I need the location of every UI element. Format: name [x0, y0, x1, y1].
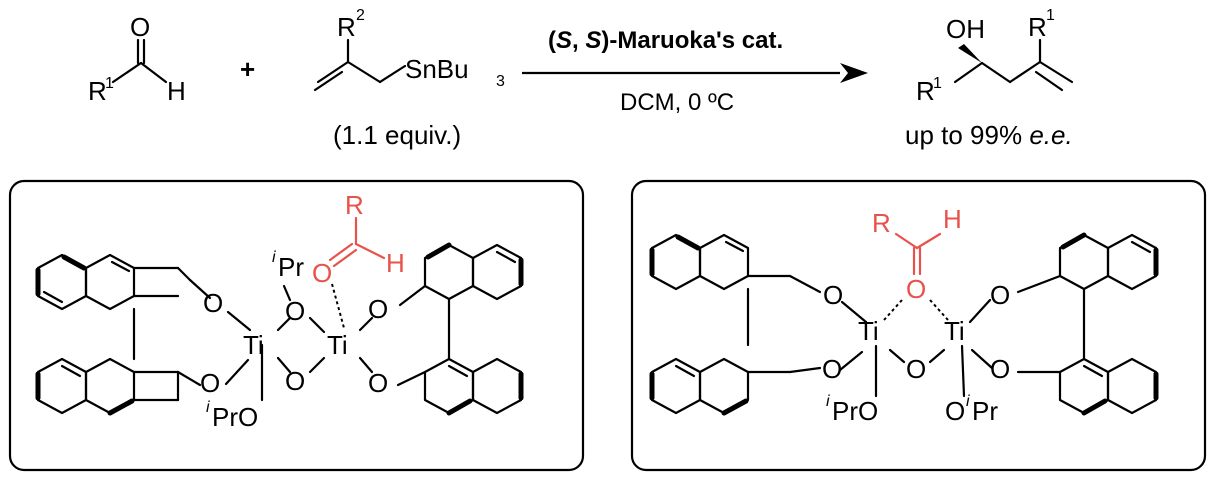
- product-r-group-left: R: [916, 76, 935, 106]
- left-binaphthyl-left-bottom: [35, 307, 202, 416]
- aldehyde-r-group: R: [88, 76, 107, 106]
- left-oxygen-d: O: [285, 366, 305, 396]
- right-titanium-core-bonds: [838, 298, 994, 398]
- left-oxygen-b: O: [200, 368, 220, 398]
- left-binaphthyl-right-bottom: [396, 297, 524, 416]
- left-aldehyde-hydrogen: H: [386, 248, 405, 278]
- product-r-group-top: R: [1028, 12, 1047, 42]
- aldehyde-oxygen: O: [130, 12, 150, 42]
- product-r-superscript-left: 1: [933, 75, 942, 92]
- right-oxygen-b: O: [822, 354, 842, 384]
- product-r-superscript-top: 1: [1046, 7, 1055, 24]
- plus-sign: +: [240, 54, 255, 84]
- right-oipr: Pr: [972, 396, 998, 426]
- right-transition-state-panel: R O H O O O O O Ti Ti i PrO O i Pr: [630, 179, 1207, 472]
- right-ipro-superscript: i: [826, 393, 830, 410]
- left-ipro-superscript: i: [206, 399, 210, 416]
- left-binaphthyl-right-top: [398, 242, 524, 307]
- left-titanium-2: Ti: [327, 330, 348, 360]
- right-binaphthyl-right-bottom: [1016, 357, 1159, 416]
- reactant-aldehyde: O R 1 H: [88, 12, 186, 106]
- left-titanium-core-bonds: [224, 283, 374, 402]
- left-coordinated-aldehyde: R O H: [312, 190, 405, 288]
- aldehyde-hydrogen: H: [167, 76, 186, 106]
- right-aldehyde-hydrogen: H: [943, 204, 962, 234]
- left-aldehyde-r: R: [345, 190, 364, 220]
- product-hydroxyl: OH: [946, 14, 985, 44]
- right-aldehyde-oxygen: O: [906, 274, 926, 304]
- allyl-r-superscript: 2: [356, 7, 365, 24]
- left-oxygen-f: O: [368, 368, 388, 398]
- right-oxygen-c: O: [906, 354, 926, 384]
- right-binaphthyl-left-top: [649, 233, 822, 347]
- right-coordinated-aldehyde: R O H: [872, 204, 962, 304]
- stannane-group: SnBu: [405, 54, 469, 84]
- right-panel-frame: [630, 179, 1207, 472]
- left-aldehyde-oxygen: O: [312, 258, 332, 288]
- right-oxygen-a: O: [823, 280, 843, 310]
- left-titanium-1: Ti: [243, 330, 264, 360]
- left-oxygen-a: O: [203, 288, 223, 318]
- catalyst-label: (S, S)-Maruoka's cat.: [548, 27, 783, 54]
- left-oxygen-c: O: [285, 296, 305, 326]
- left-oxygen-e: O: [368, 294, 388, 324]
- right-titanium-2: Ti: [944, 316, 965, 346]
- reaction-arrow: (S, S)-Maruoka's cat. DCM, 0 ºC: [522, 27, 868, 116]
- left-binaphthyl-left-top: [35, 253, 212, 311]
- right-oxygen-d: O: [990, 280, 1010, 310]
- right-aldehyde-r: R: [872, 208, 891, 238]
- aldehyde-r-superscript: 1: [105, 75, 114, 92]
- left-panel-frame: [8, 179, 585, 472]
- right-oipr-oxygen: O: [945, 396, 965, 426]
- right-binaphthyl-right-top: [1016, 232, 1159, 361]
- conditions-label: DCM, 0 ºC: [620, 89, 734, 116]
- stannane-subscript: 3: [496, 73, 505, 90]
- left-ipro: PrO: [212, 402, 258, 432]
- allyl-r-group: R: [337, 12, 356, 42]
- right-ipro: PrO: [832, 396, 878, 426]
- right-titanium-1: Ti: [858, 316, 879, 346]
- reactant-allylstannane: R 2 SnBu 3 (1.1 equiv.): [313, 7, 505, 150]
- left-ipr-top-superscript: i: [272, 249, 276, 266]
- right-oipr-superscript: i: [966, 393, 970, 410]
- enantiomeric-excess: up to 99% e.e.: [905, 120, 1073, 150]
- right-oxygen-e: O: [990, 354, 1010, 384]
- left-transition-state-panel: R O H i Pr O O O O O O Ti Ti i PrO: [8, 179, 585, 472]
- left-ipr-top: Pr: [278, 252, 304, 282]
- product-homoallylic-alcohol: OH R 1 R 1 up to 99% e.e.: [905, 7, 1074, 150]
- equivalents-label: (1.1 equiv.): [333, 120, 461, 150]
- right-binaphthyl-left-bottom: [649, 357, 822, 416]
